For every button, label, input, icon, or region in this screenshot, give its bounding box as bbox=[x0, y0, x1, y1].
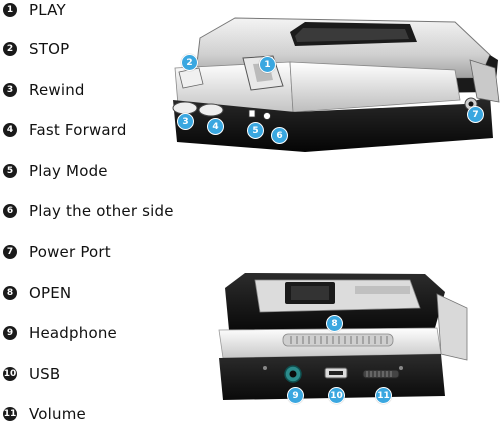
callout-badge: 6 bbox=[271, 127, 288, 144]
cassette-player-back-photo: 8 9 10 11 bbox=[205, 268, 495, 413]
cassette-player-front-illustration bbox=[172, 17, 500, 152]
legend-item-volume: 11 Volume bbox=[3, 404, 86, 424]
legend-item-play-other-side: 6 Play the other side bbox=[3, 201, 174, 221]
callout-badge: 8 bbox=[326, 315, 343, 332]
legend-label: Play Mode bbox=[29, 162, 108, 180]
cassette-player-back-illustration bbox=[218, 273, 468, 400]
legend-number-badge: 11 bbox=[3, 407, 17, 421]
legend-number-badge: 1 bbox=[3, 3, 17, 17]
legend-number-badge: 8 bbox=[3, 286, 17, 300]
callout-badge: 1 bbox=[259, 56, 276, 73]
legend-item-fast-forward: 4 Fast Forward bbox=[3, 120, 127, 140]
legend-number-badge: 3 bbox=[3, 83, 17, 97]
callout-badge: 4 bbox=[207, 118, 224, 135]
callout-badge: 11 bbox=[375, 387, 392, 404]
legend-label: Fast Forward bbox=[29, 121, 127, 139]
legend-number-badge: 2 bbox=[3, 42, 17, 56]
callout-badge: 10 bbox=[328, 387, 345, 404]
legend-item-play-mode: 5 Play Mode bbox=[3, 161, 108, 181]
legend-number-badge: 9 bbox=[3, 326, 17, 340]
legend-item-power-port: 7 Power Port bbox=[3, 242, 111, 262]
cassette-player-front-photo: 1 2 3 4 5 6 7 bbox=[155, 0, 500, 165]
legend-label: STOP bbox=[29, 40, 70, 58]
legend-label: OPEN bbox=[29, 284, 72, 302]
legend-item-stop: 2 STOP bbox=[3, 39, 69, 59]
legend-label: Power Port bbox=[29, 243, 111, 261]
callout-badge: 5 bbox=[247, 122, 264, 139]
legend-label: Volume bbox=[29, 405, 86, 423]
callout-badge: 9 bbox=[287, 387, 304, 404]
legend-number-badge: 7 bbox=[3, 245, 17, 259]
legend-item-rewind: 3 Rewind bbox=[3, 80, 85, 100]
legend-label: Rewind bbox=[29, 81, 85, 99]
legend-item-open: 8 OPEN bbox=[3, 283, 71, 303]
legend-item-headphone: 9 Headphone bbox=[3, 323, 117, 343]
legend-label: Headphone bbox=[29, 324, 117, 342]
feature-legend: 1 PLAY 2 STOP 3 Rewind 4 Fast Forward 5 … bbox=[0, 0, 200, 425]
legend-label: PLAY bbox=[29, 1, 66, 19]
callout-badge: 7 bbox=[467, 106, 484, 123]
callout-badge: 3 bbox=[177, 113, 194, 130]
legend-number-badge: 5 bbox=[3, 164, 17, 178]
legend-label: USB bbox=[29, 365, 61, 383]
legend-number-badge: 4 bbox=[3, 123, 17, 137]
legend-number-badge: 10 bbox=[3, 367, 17, 381]
legend-label: Play the other side bbox=[29, 202, 174, 220]
legend-item-usb: 10 USB bbox=[3, 364, 60, 384]
legend-number-badge: 6 bbox=[3, 204, 17, 218]
legend-item-play: 1 PLAY bbox=[3, 0, 66, 20]
callout-badge: 2 bbox=[181, 54, 198, 71]
